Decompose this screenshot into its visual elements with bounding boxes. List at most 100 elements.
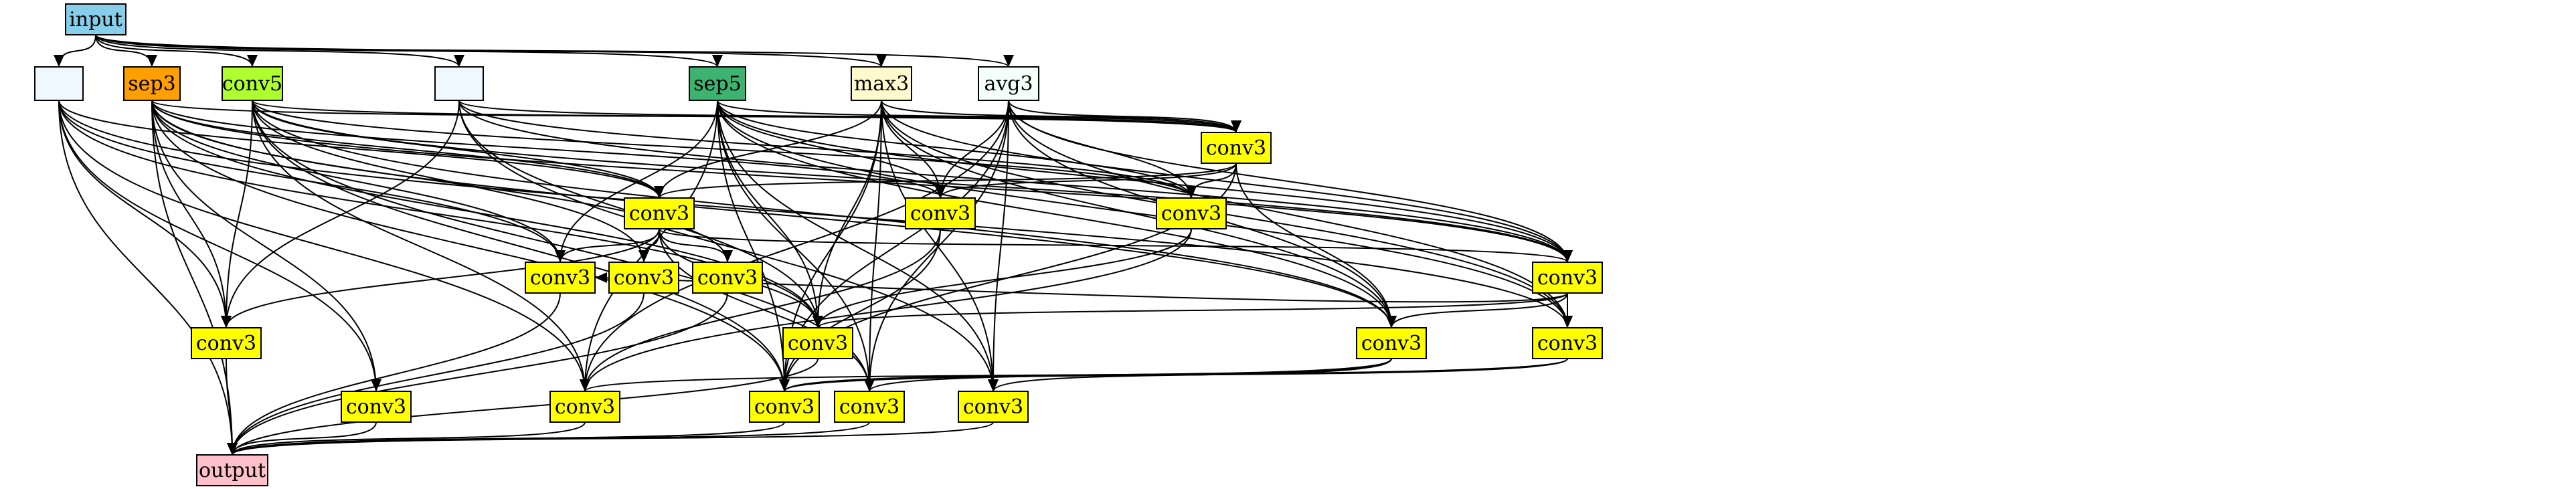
node-label: conv3 (614, 266, 674, 290)
node-box (1356, 327, 1427, 359)
node-box (689, 66, 746, 101)
edge-sep3-to-c_r3a (151, 100, 566, 263)
edge-line (95, 34, 157, 68)
edge-line (58, 100, 232, 328)
edge-conv5-to-c_r3b (252, 100, 649, 263)
edge-line (54, 34, 96, 68)
edge-line (58, 100, 1573, 328)
edge-c_r2c-to-c_r5b (580, 228, 1192, 392)
edge-c_r1-to-c_r2b (935, 163, 1237, 199)
edge-line (58, 100, 381, 392)
edge-line (1386, 292, 1568, 328)
edge-line (659, 228, 733, 263)
node-c_r4d: conv3 (1532, 327, 1603, 359)
edge-line (227, 292, 645, 456)
node-label: conv3 (1161, 202, 1221, 225)
edge-line (95, 34, 258, 68)
edge-line (812, 228, 1192, 328)
edge-c_r3d-to-c_r4c (1386, 292, 1568, 328)
edge-input-to-n1 (54, 34, 96, 68)
edge-line (58, 100, 590, 392)
edge-line (881, 100, 1573, 263)
edge-line (227, 292, 728, 456)
node-label: conv3 (629, 202, 689, 225)
edge-n2-to-c_r5e (458, 100, 999, 392)
edge-sep5-to-c_r5d (717, 100, 875, 392)
node-c_r4b: conv3 (782, 327, 853, 359)
edge-max3-to-c_r4c (881, 100, 1397, 328)
edge-n2-to-c_r4a (221, 100, 460, 328)
node-label: sep5 (693, 72, 741, 96)
node-c_r4a: conv3 (191, 327, 262, 359)
edge-conv5-to-c_r1 (252, 100, 1241, 133)
edge-max3-to-c_r3d (881, 100, 1573, 263)
node-c_r5e: conv3 (958, 391, 1029, 423)
edge-sep3-to-c_r4a (151, 100, 232, 328)
node-c_r2c: conv3 (1156, 197, 1227, 229)
edge-c_r1-to-c_r2a (654, 163, 1237, 199)
edges (54, 34, 1573, 456)
node-box (222, 66, 283, 101)
node-label: conv3 (963, 395, 1023, 419)
edge-n1-to-c_r2a (58, 100, 665, 199)
edge-max3-to-c_r5d (864, 100, 882, 392)
node-label: max3 (854, 72, 909, 96)
edge-line (227, 421, 994, 456)
edge-input-to-conv5 (95, 34, 258, 68)
edge-line (227, 292, 561, 456)
edge-n2-to-c_r3d (458, 100, 1573, 263)
node-box (834, 391, 905, 423)
edge-line (1186, 163, 1237, 199)
edge-sep5-to-c_r5e (717, 100, 999, 392)
node-label: input (69, 8, 122, 31)
edge-line (717, 100, 875, 392)
node-box (65, 3, 126, 35)
edge-conv5-to-c_r4a (221, 100, 253, 328)
edge-avg3-to-c_r3d (1008, 100, 1573, 263)
edge-line (458, 100, 1241, 133)
edge-line (659, 228, 1573, 263)
edge-line (227, 358, 819, 456)
edge-n1-to-c_r5a (58, 100, 381, 392)
edge-sep3-to-c_r5c (151, 100, 790, 392)
edge-c_r3d-to-c_r4b (812, 292, 1568, 328)
edge-c_r4d-to-c_r5c (779, 358, 1568, 392)
edge-sep3-to-c_r2b (151, 100, 946, 199)
edge-line (151, 100, 946, 199)
node-box (525, 262, 596, 294)
node-c_r2a: conv3 (624, 197, 695, 229)
edge-input-to-sep3 (95, 34, 157, 68)
node-c_r3a: conv3 (525, 262, 596, 294)
edge-line (151, 100, 232, 328)
edge-line (221, 100, 460, 328)
edge-line (458, 100, 999, 392)
edge-c_r2b-to-c_r5c (779, 228, 941, 392)
node-label: conv3 (788, 332, 848, 355)
edge-line (580, 358, 1568, 392)
edge-c_r2c-to-c_r4b (812, 228, 1192, 328)
node-label: conv3 (1537, 332, 1598, 355)
edge-line (221, 228, 660, 328)
edge-line (95, 34, 1014, 68)
edge-conv5-to-c_r2a (252, 100, 665, 199)
node-label: conv3 (839, 395, 899, 419)
edge-line (151, 100, 1397, 328)
edge-line (1008, 100, 1573, 263)
node-box (692, 262, 763, 294)
edge-c_r1-to-c_r2c (1186, 163, 1237, 199)
edge-line (227, 421, 377, 456)
edge-line (988, 100, 1009, 392)
edge-n2-to-c_r1 (458, 100, 1241, 133)
node-box (196, 454, 268, 486)
edge-line (717, 100, 1241, 133)
edge-sep5-to-c_r4d (717, 100, 1573, 328)
node-box (341, 391, 412, 423)
node-box (549, 391, 620, 423)
edge-n1-to-c_r4d (58, 100, 1573, 328)
node-label: conv3 (196, 332, 256, 355)
edge-sep5-to-c_r4c (717, 100, 1397, 328)
edge-c_r1-to-c_r4c (1235, 163, 1397, 328)
edge-line (1008, 100, 1241, 133)
edge-line (654, 100, 882, 199)
node-label: conv3 (555, 395, 615, 419)
